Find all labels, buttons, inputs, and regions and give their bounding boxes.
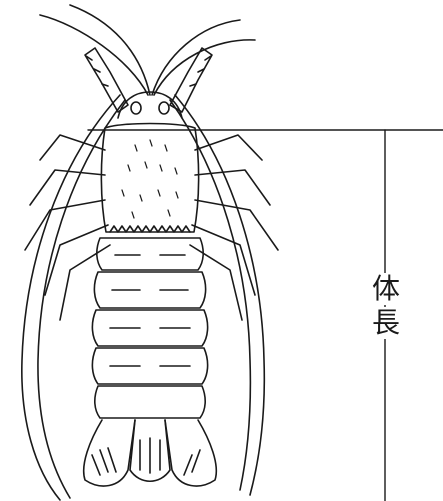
antenna-base-left bbox=[85, 48, 128, 112]
body-length-label-char-1: 体 bbox=[366, 273, 406, 305]
legs-left bbox=[25, 135, 110, 320]
eye-left bbox=[131, 102, 141, 114]
antenna-base-right bbox=[170, 48, 212, 112]
abdomen bbox=[92, 238, 207, 418]
carapace bbox=[101, 124, 198, 233]
antenna-left bbox=[22, 95, 125, 500]
antennules bbox=[40, 5, 255, 95]
eye-right bbox=[159, 102, 169, 114]
tail-fan bbox=[84, 420, 217, 486]
body-length-label-char-2: 長 bbox=[366, 307, 406, 339]
legs-right bbox=[190, 135, 278, 320]
antenna-right bbox=[170, 95, 264, 495]
